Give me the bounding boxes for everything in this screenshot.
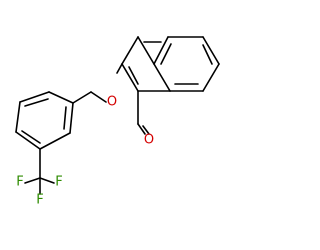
fluorine-bottom-label: F xyxy=(36,193,43,208)
bond xyxy=(48,91,74,104)
bond xyxy=(137,123,146,135)
structure-canvas: O O F F F xyxy=(15,36,220,208)
bond xyxy=(202,63,220,92)
bond xyxy=(137,36,155,65)
bond xyxy=(19,91,50,103)
bond xyxy=(69,102,74,134)
bond xyxy=(63,106,67,130)
molecule-structure: O O F F F xyxy=(15,36,220,208)
bond xyxy=(72,91,92,104)
bond xyxy=(90,91,107,103)
bond xyxy=(15,131,41,150)
bond xyxy=(24,98,49,107)
bond xyxy=(202,44,213,65)
bond xyxy=(128,66,139,85)
bond xyxy=(21,130,41,144)
bond xyxy=(24,177,41,184)
bond xyxy=(153,63,171,92)
bond xyxy=(121,63,139,92)
bond xyxy=(153,36,169,65)
bond xyxy=(15,101,21,133)
aldehyde-oxygen-label: O xyxy=(144,133,154,148)
fluorine-top-label: F xyxy=(55,175,62,190)
bond xyxy=(202,36,220,65)
bond xyxy=(142,125,150,135)
bond xyxy=(160,43,172,65)
bond xyxy=(39,132,71,150)
bond xyxy=(39,177,55,184)
ether-oxygen-label: O xyxy=(107,95,117,110)
bond xyxy=(121,36,139,65)
fluorine-left-label: F xyxy=(16,175,23,190)
bond xyxy=(116,63,123,74)
